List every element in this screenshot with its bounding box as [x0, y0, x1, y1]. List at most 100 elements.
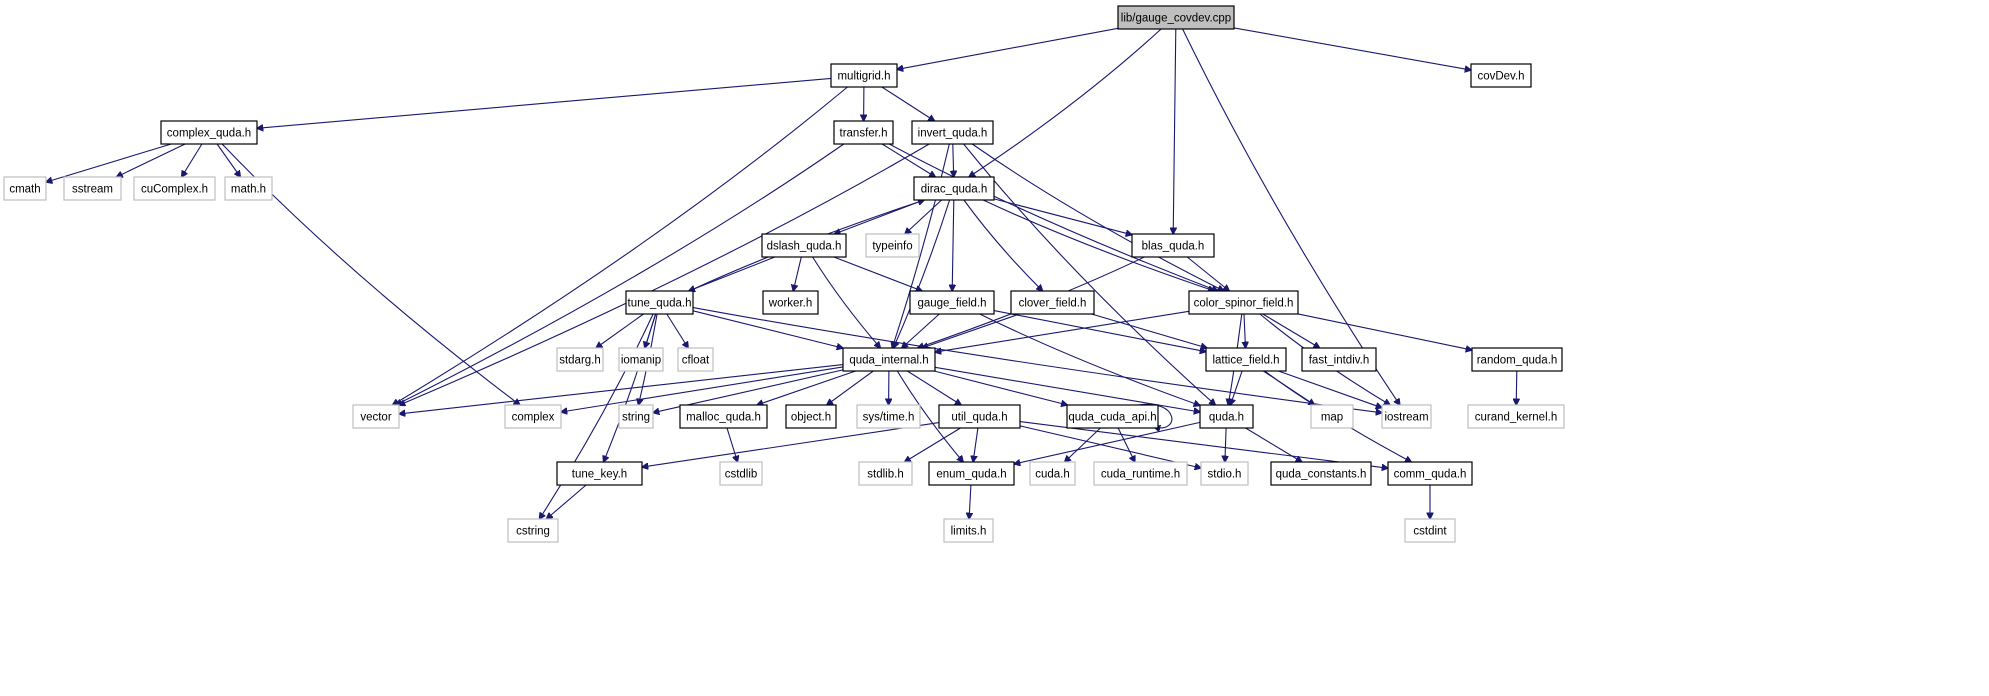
edge-malloc_quda-to-cstdlib — [726, 427, 738, 462]
node-cfloat: cfloat — [677, 347, 714, 372]
edge-util_quda-to-tune_key — [642, 422, 940, 468]
node-cucomplex: cuComplex.h — [133, 176, 216, 201]
edge-dirac_quda-to-gauge_field — [952, 199, 954, 291]
edge-dirac_quda-to-blas_quda — [993, 198, 1132, 235]
node-box — [928, 461, 1015, 486]
edge-complex_quda-to-cucomplex — [182, 143, 203, 177]
node-tune_key[interactable]: tune_key.h — [556, 461, 643, 486]
edge-multigrid-to-vector — [393, 86, 848, 405]
node-label: iostream — [1384, 412, 1428, 424]
node-quda_cuda_api[interactable]: quda_cuda_api.h — [1066, 404, 1159, 429]
node-label: sys/time.h — [863, 412, 915, 424]
node-box — [719, 461, 763, 486]
node-quda_constants[interactable]: quda_constants.h — [1270, 461, 1372, 486]
node-multigrid[interactable]: multigrid.h — [830, 63, 898, 88]
node-covdev[interactable]: covDev.h — [1470, 63, 1532, 88]
node-malloc_quda[interactable]: malloc_quda.h — [679, 404, 768, 429]
node-box — [1010, 290, 1095, 315]
node-fast_intdiv[interactable]: fast_intdiv.h — [1301, 347, 1377, 372]
node-label: iomanip — [621, 355, 661, 367]
node-label: blas_quda.h — [1142, 241, 1205, 253]
node-cuda_runtime: cuda_runtime.h — [1093, 461, 1188, 486]
node-label: color_spinor_field.h — [1194, 298, 1294, 310]
edge-quda_internal-to-malloc_quda — [757, 370, 856, 405]
node-box — [938, 404, 1021, 429]
node-label: transfer.h — [840, 128, 888, 140]
node-label: covDev.h — [1477, 71, 1524, 83]
edge-quda_internal-to-enum_quda — [896, 370, 963, 462]
node-object[interactable]: object.h — [785, 404, 837, 429]
node-dirac_quda[interactable]: dirac_quda.h — [913, 176, 995, 201]
node-label: stdarg.h — [559, 355, 601, 367]
node-box — [943, 518, 994, 543]
node-box — [1470, 63, 1532, 88]
node-lattice_field[interactable]: lattice_field.h — [1205, 347, 1287, 372]
edge-util_quda-to-stdio — [1019, 425, 1201, 468]
node-color_spinor_field[interactable]: color_spinor_field.h — [1188, 290, 1299, 315]
node-invert_quda[interactable]: invert_quda.h — [911, 120, 994, 145]
node-label: worker.h — [768, 298, 812, 310]
node-box — [625, 290, 694, 315]
node-map: map — [1310, 404, 1354, 429]
node-string: string — [618, 404, 654, 429]
node-math: math.h — [224, 176, 273, 201]
node-label: lib/gauge_covdev.cpp — [1121, 13, 1231, 25]
edge-quda_cuda_api-to-cuda_runtime — [1117, 427, 1135, 462]
edge-invert_quda-to-vector — [399, 143, 930, 405]
node-root[interactable]: lib/gauge_covdev.cpp — [1117, 5, 1235, 30]
node-box — [1270, 461, 1372, 486]
node-transfer[interactable]: transfer.h — [833, 120, 894, 145]
node-label: fast_intdiv.h — [1309, 355, 1370, 367]
node-label: clover_field.h — [1019, 298, 1087, 310]
node-tune_quda[interactable]: tune_quda.h — [625, 290, 694, 315]
edge-enum_quda-to-limits — [969, 484, 971, 519]
edge-complex_quda-to-math — [216, 143, 240, 177]
node-complex_quda[interactable]: complex_quda.h — [160, 120, 258, 145]
edge-dslash_quda-to-gauge_field — [833, 256, 922, 291]
node-quda[interactable]: quda.h — [1199, 404, 1254, 429]
node-box — [833, 120, 894, 145]
node-vector: vector — [352, 404, 400, 429]
node-box — [865, 233, 920, 258]
node-util_quda[interactable]: util_quda.h — [938, 404, 1021, 429]
node-box — [679, 404, 768, 429]
node-box — [1404, 518, 1456, 543]
node-label: comm_quda.h — [1394, 469, 1467, 481]
node-comm_quda[interactable]: comm_quda.h — [1387, 461, 1473, 486]
node-box — [3, 176, 47, 201]
node-blas_quda[interactable]: blas_quda.h — [1131, 233, 1215, 258]
node-box — [133, 176, 216, 201]
node-quda_internal[interactable]: quda_internal.h — [842, 347, 936, 372]
edge-root-to-covdev — [1233, 27, 1471, 70]
node-stdarg: stdarg.h — [556, 347, 604, 372]
edge-lattice_field-to-iostream — [1278, 370, 1382, 408]
node-label: tune_key.h — [572, 469, 627, 481]
node-box — [63, 176, 122, 201]
edge-util_quda-to-enum_quda — [973, 427, 979, 462]
edge-invert_quda-to-color_spinor_field — [971, 143, 1224, 291]
node-sstream: sstream — [63, 176, 122, 201]
node-clover_field[interactable]: clover_field.h — [1010, 290, 1095, 315]
node-box — [160, 120, 258, 145]
edge-quda_internal-to-object — [827, 370, 874, 405]
edge-transfer-to-vector — [396, 143, 845, 405]
edge-color_spinor_field-to-lattice_field — [1244, 313, 1246, 348]
node-box — [1188, 290, 1299, 315]
edge-tune_key-to-cstring — [546, 484, 587, 519]
node-label: curand_kernel.h — [1475, 412, 1557, 424]
edge-dirac_quda-to-quda_internal — [893, 199, 951, 348]
edge-clover_field-to-quda_internal — [922, 313, 1020, 348]
node-box — [909, 290, 995, 315]
node-worker[interactable]: worker.h — [762, 290, 819, 315]
edge-dirac_quda-to-clover_field — [963, 199, 1043, 291]
node-gauge_field[interactable]: gauge_field.h — [909, 290, 995, 315]
node-dslash_quda[interactable]: dslash_quda.h — [761, 233, 847, 258]
node-label: limits.h — [951, 526, 987, 538]
edge-util_quda-to-stdlib — [905, 427, 961, 462]
node-cstdlib: cstdlib — [719, 461, 763, 486]
node-random_quda[interactable]: random_quda.h — [1471, 347, 1563, 372]
node-label: dirac_quda.h — [921, 184, 988, 196]
edge-invert_quda-to-dirac_quda — [953, 143, 954, 177]
node-enum_quda[interactable]: enum_quda.h — [928, 461, 1015, 486]
